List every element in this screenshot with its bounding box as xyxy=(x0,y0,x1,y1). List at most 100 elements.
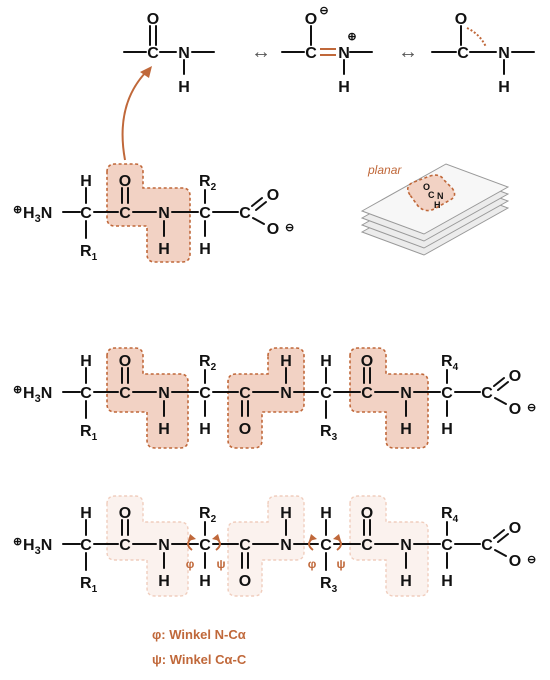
alpha-carbon: C xyxy=(80,205,92,222)
hydrogen-atom: H xyxy=(158,573,170,590)
carbonyl-carbon: C xyxy=(119,537,131,554)
r3-group: R3 xyxy=(320,575,338,595)
resonance-structure-3: O C N H xyxy=(431,11,535,96)
oxygen-atom: O xyxy=(119,173,131,190)
alpha-carbon: C xyxy=(80,385,92,402)
carboxyl-carbon: C xyxy=(481,385,493,402)
hydrogen-atom: H xyxy=(80,353,92,370)
oxygen-atom: O xyxy=(267,187,279,204)
r4-group: R4 xyxy=(441,353,459,373)
hydrogen-atom: H xyxy=(441,573,453,590)
rotation-arrows-1 xyxy=(187,534,221,551)
carbon-atom: C xyxy=(457,45,469,62)
hydrogen-atom: H xyxy=(199,241,211,258)
dipeptide: ⊕ H3N C H R1 C O N H C R2 H C O O ⊖ xyxy=(13,163,294,263)
nitrogen-atom: N xyxy=(158,205,170,222)
legend-phi: φ: Winkel N-Cα xyxy=(152,627,246,642)
carbon-atom: C xyxy=(147,45,159,62)
minus-charge: ⊖ xyxy=(285,222,294,234)
carboxyl-carbon: C xyxy=(239,205,251,222)
nitrogen-atom: N xyxy=(498,45,510,62)
alpha-carbon: C xyxy=(320,385,332,402)
nh3-group: H3N xyxy=(23,385,52,405)
minus-charge: ⊖ xyxy=(319,5,328,17)
resonance-structure-1: O C N H xyxy=(123,11,215,96)
curved-arrow xyxy=(121,71,147,161)
hydrogen-atom: H xyxy=(441,421,453,438)
alpha-carbon: C xyxy=(199,205,211,222)
alpha-carbon: C xyxy=(199,385,211,402)
phi-label: φ xyxy=(308,557,317,571)
alpha-carbon: C xyxy=(441,385,453,402)
nitrogen-atom: N xyxy=(400,537,412,554)
hydrogen-atom: H xyxy=(199,421,211,438)
r3-group: R3 xyxy=(320,423,338,443)
r1-group: R1 xyxy=(80,575,98,595)
alpha-carbon: C xyxy=(441,537,453,554)
planar-illustration: planar O C N H xyxy=(360,163,510,256)
hydrogen-atom: H xyxy=(80,505,92,522)
hydrogen-atom: H xyxy=(280,505,292,522)
oxygen-atom: O xyxy=(509,401,521,418)
plus-charge: ⊕ xyxy=(13,536,22,548)
resonance-arrow-2: ↔ xyxy=(398,41,418,63)
alpha-carbon: C xyxy=(199,537,211,554)
hydrogen-atom: H xyxy=(158,421,170,438)
arrow-head xyxy=(140,66,152,78)
peptide-plane-highlight xyxy=(406,174,456,212)
oxygen-atom: O xyxy=(147,11,159,28)
alpha-carbon: C xyxy=(80,537,92,554)
oxygen-atom: O xyxy=(239,573,251,590)
r1-group: R1 xyxy=(80,423,98,443)
oxygen-atom: O xyxy=(119,353,131,370)
hydrogen-atom: H xyxy=(280,353,292,370)
hydrogen-atom: H xyxy=(320,353,332,370)
r4-group: R4 xyxy=(441,505,459,525)
plane-hydrogen: H xyxy=(434,200,441,210)
oxygen-atom: O xyxy=(509,368,521,385)
hydrogen-atom: H xyxy=(400,421,412,438)
oxygen-atom: O xyxy=(361,505,373,522)
hydrogen-atom: H xyxy=(199,573,211,590)
nitrogen-atom: N xyxy=(158,537,170,554)
resonance-arrow-1: ↔ xyxy=(251,41,271,63)
planar-label: planar xyxy=(367,163,402,177)
plane-carbon: C xyxy=(428,190,435,200)
oxygen-atom: O xyxy=(361,353,373,370)
hydrogen-atom: H xyxy=(400,573,412,590)
carbonyl-carbon: C xyxy=(239,385,251,402)
oxygen-atom: O xyxy=(305,11,317,28)
legend-psi: ψ: Winkel Cα-C xyxy=(152,652,247,667)
tetrapeptide-angles: ⊕ H3N C H R1 C O N H C R2 H C O N H C H xyxy=(13,495,536,597)
phi-label: φ xyxy=(186,557,195,571)
hydrogen-atom: H xyxy=(498,79,510,96)
alpha-carbon: C xyxy=(320,537,332,554)
nh3-group: H3N xyxy=(23,537,52,557)
resonance-structure-2: O ⊖ C N ⊕ H xyxy=(281,5,373,96)
oxygen-atom: O xyxy=(509,520,521,537)
oxygen-atom: O xyxy=(455,11,467,28)
r1-group: R1 xyxy=(80,243,98,263)
nitrogen-atom: N xyxy=(400,385,412,402)
plus-charge: ⊕ xyxy=(13,204,22,216)
rotation-arrows-2 xyxy=(308,534,342,551)
minus-charge: ⊖ xyxy=(527,554,536,566)
nh3-group: H3N xyxy=(23,205,52,225)
nitrogen-atom: N xyxy=(338,45,350,62)
psi-label: ψ xyxy=(336,557,345,571)
carboxyl-carbon: C xyxy=(481,537,493,554)
r2-group: R2 xyxy=(199,505,217,525)
oxygen-atom: O xyxy=(239,421,251,438)
hydrogen-atom: H xyxy=(320,505,332,522)
carbonyl-carbon: C xyxy=(239,537,251,554)
carbon-atom: C xyxy=(305,45,317,62)
nitrogen-atom: N xyxy=(280,385,292,402)
nitrogen-atom: N xyxy=(178,45,190,62)
oxygen-atom: O xyxy=(119,505,131,522)
plane-oxygen: O xyxy=(423,182,430,192)
hydrogen-atom: H xyxy=(158,241,170,258)
carbonyl-carbon: C xyxy=(119,205,131,222)
carbonyl-carbon: C xyxy=(361,385,373,402)
